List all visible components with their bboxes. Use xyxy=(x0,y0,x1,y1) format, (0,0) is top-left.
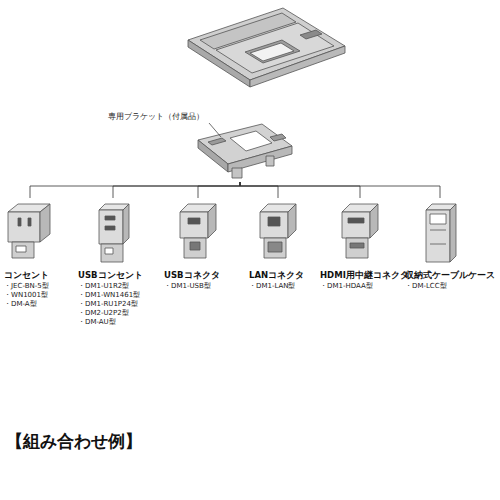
model-number: ・DM1-RU1P24型 xyxy=(78,300,143,309)
tree-connector xyxy=(113,182,240,198)
tree-connector xyxy=(240,182,360,198)
usb-outlet-module xyxy=(99,204,129,262)
product-name: USBコンセント xyxy=(78,270,143,281)
product-name: コンセント xyxy=(4,270,49,281)
product-name: HDMI用中継コネクタ xyxy=(320,270,409,281)
model-number: ・DM1-LAN型 xyxy=(249,282,304,291)
cover-plate xyxy=(188,8,345,87)
outlet-module xyxy=(8,204,50,258)
model-number: ・DM2-U2P2型 xyxy=(78,309,143,318)
diagram-title: 【組み合わせ例】 xyxy=(6,430,142,453)
tree-connector xyxy=(30,182,240,198)
model-number: ・DM1-HDAA型 xyxy=(320,282,409,291)
product-name: LANコネクタ xyxy=(249,270,304,281)
bracket xyxy=(198,124,292,178)
module-box: コンセント・JEC-BN-5型・WN1001型・DM-A型 xyxy=(4,198,49,309)
tree-connector xyxy=(240,182,440,198)
module-box: HDMI用中継コネクタ・DM1-HDAA型 xyxy=(320,198,409,291)
bracket-callout: 専用ブラケット（付属品） xyxy=(108,112,294,182)
model-number: ・DM-LCC型 xyxy=(405,282,495,291)
model-number: ・DM1-U1R2型 xyxy=(78,282,143,291)
product-name: 収納式ケーブルケース xyxy=(405,270,495,281)
model-number: ・DM1-WN1461型 xyxy=(78,291,143,300)
tree-connector xyxy=(240,182,278,198)
module-box: LANコネクタ・DM1-LAN型 xyxy=(249,198,304,291)
model-number: ・DM1-USB型 xyxy=(164,282,220,291)
leader-line xyxy=(209,123,221,137)
module-box: USBコネクタ・DM1-USB型 xyxy=(164,198,220,291)
hdmi-connector-module xyxy=(342,204,378,258)
module-box: 収納式ケーブルケース・DM-LCC型 xyxy=(405,198,495,291)
part-label: 専用ブラケット（付属品） xyxy=(108,112,294,121)
lan-connector-module xyxy=(260,204,296,258)
module-box: USBコンセント・DM1-U1R2型・DM1-WN1461型・DM1-RU1P2… xyxy=(78,198,143,328)
cable-case-module xyxy=(426,204,456,262)
model-number: ・DM-A型 xyxy=(4,300,49,309)
model-number: ・JEC-BN-5型 xyxy=(4,282,49,291)
product-name: USBコネクタ xyxy=(164,270,220,281)
model-number: ・DM-AU型 xyxy=(78,318,143,327)
usb-connector-module xyxy=(180,204,216,258)
tree-connector xyxy=(198,182,240,198)
model-number: ・WN1001型 xyxy=(4,291,49,300)
